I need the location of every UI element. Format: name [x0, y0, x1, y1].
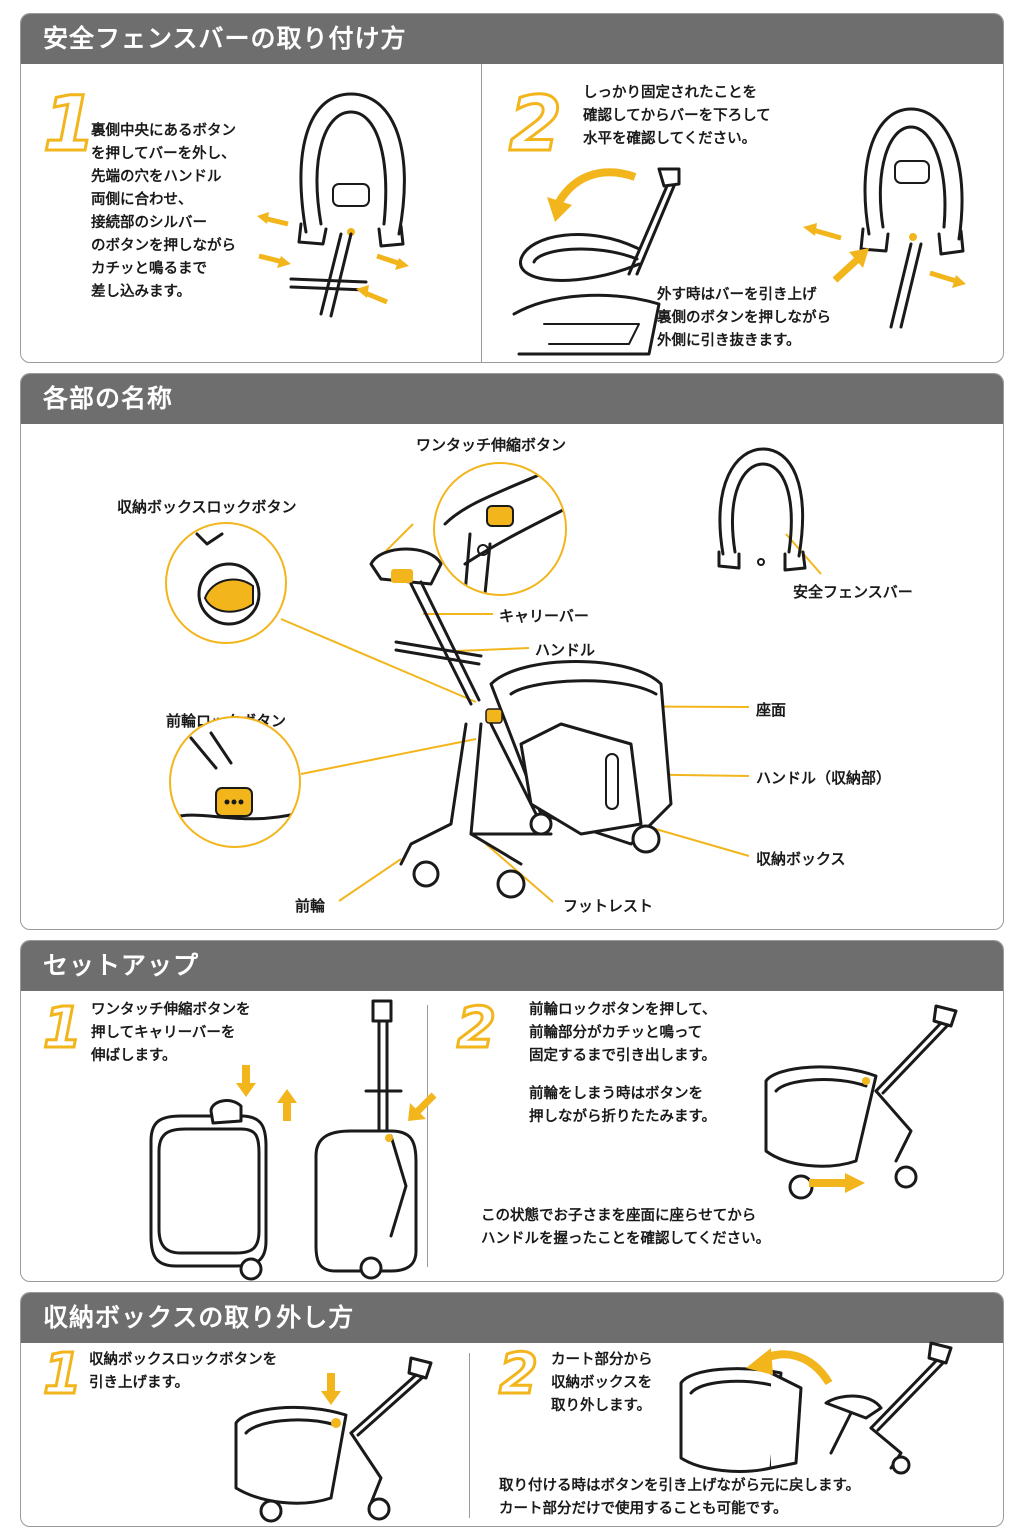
fence-section-title: 安全フェンスバーの取り付け方 [21, 14, 1003, 64]
arrow-icon [832, 248, 869, 283]
parts-section-title: 各部の名称 [21, 374, 1003, 424]
fence-bar-attach-illustration [289, 92, 406, 318]
step-number: 1 [42, 1342, 84, 1407]
fence-step1-text: 裏側中央にあるボタン を押してバーを外し、 先端の穴をハンドル 両側に合わせ、 … [91, 123, 236, 300]
setup-safety-note: この状態でお子さまを座面に座らせてから ハンドルを握ったことを確認してください。 [481, 1208, 771, 1247]
arrow-icon [258, 253, 291, 268]
curved-arrow-icon [547, 168, 637, 222]
label-footrest: フットレスト [563, 897, 654, 915]
front-lock-detail [171, 731, 299, 821]
divider [481, 64, 482, 362]
fence-section: 安全フェンスバーの取り付け方 1 裏側中央にあるボタン を押してバーを外し、 先… [20, 13, 1004, 363]
storage-lock-callout [165, 522, 287, 644]
suitcase-closed-illustration [149, 1099, 268, 1281]
label-front-wheel: 前輪 [295, 897, 326, 915]
one-touch-callout [433, 462, 567, 596]
label-handle-storage: ハンドル（収納部） [756, 769, 892, 787]
stroller-unfolded-illustration [764, 1004, 958, 1200]
arrow-icon [356, 285, 388, 305]
curved-arrow-icon [746, 1348, 833, 1386]
cart-only-illustration [824, 1341, 953, 1475]
button-detail [443, 464, 565, 594]
arrow-icon [803, 223, 842, 241]
label-storage-box: 収納ボックス [756, 850, 846, 868]
fence-bar-part-illustration [717, 447, 807, 572]
storage-box-removed-illustration [679, 1367, 803, 1473]
step-number: 1 [42, 996, 84, 1061]
arrow-icon [929, 270, 966, 288]
front-lock-callout [169, 716, 301, 848]
arrow-up-icon [277, 1089, 297, 1121]
remove-note: 取り付ける時はボタンを引き上げながら元に戻します。 カート部分だけで使用すること… [499, 1478, 861, 1517]
remove-step2-text: カート部分から 収納ボックスを 取り外します。 [551, 1352, 653, 1414]
remove-step1-text: 収納ボックスロックボタンを 引き上げます。 [89, 1352, 278, 1391]
lock-detail [195, 532, 261, 626]
label-seat: 座面 [756, 701, 787, 719]
setup-step2-text2: 前輪をしまう時はボタンを 押しながら折りたたみます。 [529, 1086, 717, 1125]
arrow-down-icon [321, 1373, 341, 1405]
suitcase-extended-illustration [314, 999, 418, 1280]
arrow-icon [257, 212, 289, 227]
setup-section: セットアップ 1 ワンタッチ伸縮ボタンを 押してキャリーバーを 伸ばします。 2… [20, 940, 1004, 1282]
arrow-right-icon [809, 1173, 865, 1193]
setup-step1-text: ワンタッチ伸縮ボタンを 押してキャリーバーを 伸ばします。 [91, 1002, 251, 1064]
divider [469, 1353, 470, 1518]
remove-section-title: 収納ボックスの取り外し方 [21, 1293, 1003, 1343]
arrow-icon [376, 253, 409, 270]
setup-step2-text: 前輪ロックボタンを押して、 前輪部分がカチッと鳴って 固定するまで引き出します。 [529, 1002, 717, 1064]
arrow-down-icon [236, 1065, 256, 1097]
label-carry-bar: キャリーバー [499, 607, 589, 625]
label-one-touch-button: ワンタッチ伸縮ボタン [416, 436, 567, 454]
stroller-main-illustration [369, 547, 673, 899]
storage-lock-illustration [234, 1356, 433, 1523]
label-handle: ハンドル [535, 641, 596, 659]
fence-bar-lower-illustration [512, 167, 681, 356]
step-number: 2 [498, 1342, 540, 1407]
parts-section: 各部の名称 ワンタッチ伸縮ボタン 収納ボックスロックボタン 安全フェンスバー キ… [20, 373, 1004, 930]
fence-step2-text: しっかり固定されたことを 確認してからバーを下ろして 水平を確認してください。 [583, 85, 771, 147]
step-number: 1 [42, 79, 98, 168]
setup-section-title: セットアップ [21, 941, 1003, 991]
label-fence-bar: 安全フェンスバー [793, 583, 913, 601]
fence-remove-note: 外す時はバーを引き上げ 裏側のボタンを押しながら 外側に引き抜きます。 [657, 287, 831, 349]
arrow-icon [408, 1092, 437, 1121]
divider [427, 1005, 428, 1267]
remove-section: 収納ボックスの取り外し方 1 収納ボックスロックボタンを 引き上げます。 2 カ… [20, 1292, 1004, 1527]
label-storage-lock-button: 収納ボックスロックボタン [117, 498, 297, 516]
step-number: 2 [456, 996, 498, 1061]
fence-bar-remove-illustration [859, 107, 965, 329]
step-number: 2 [508, 79, 564, 168]
